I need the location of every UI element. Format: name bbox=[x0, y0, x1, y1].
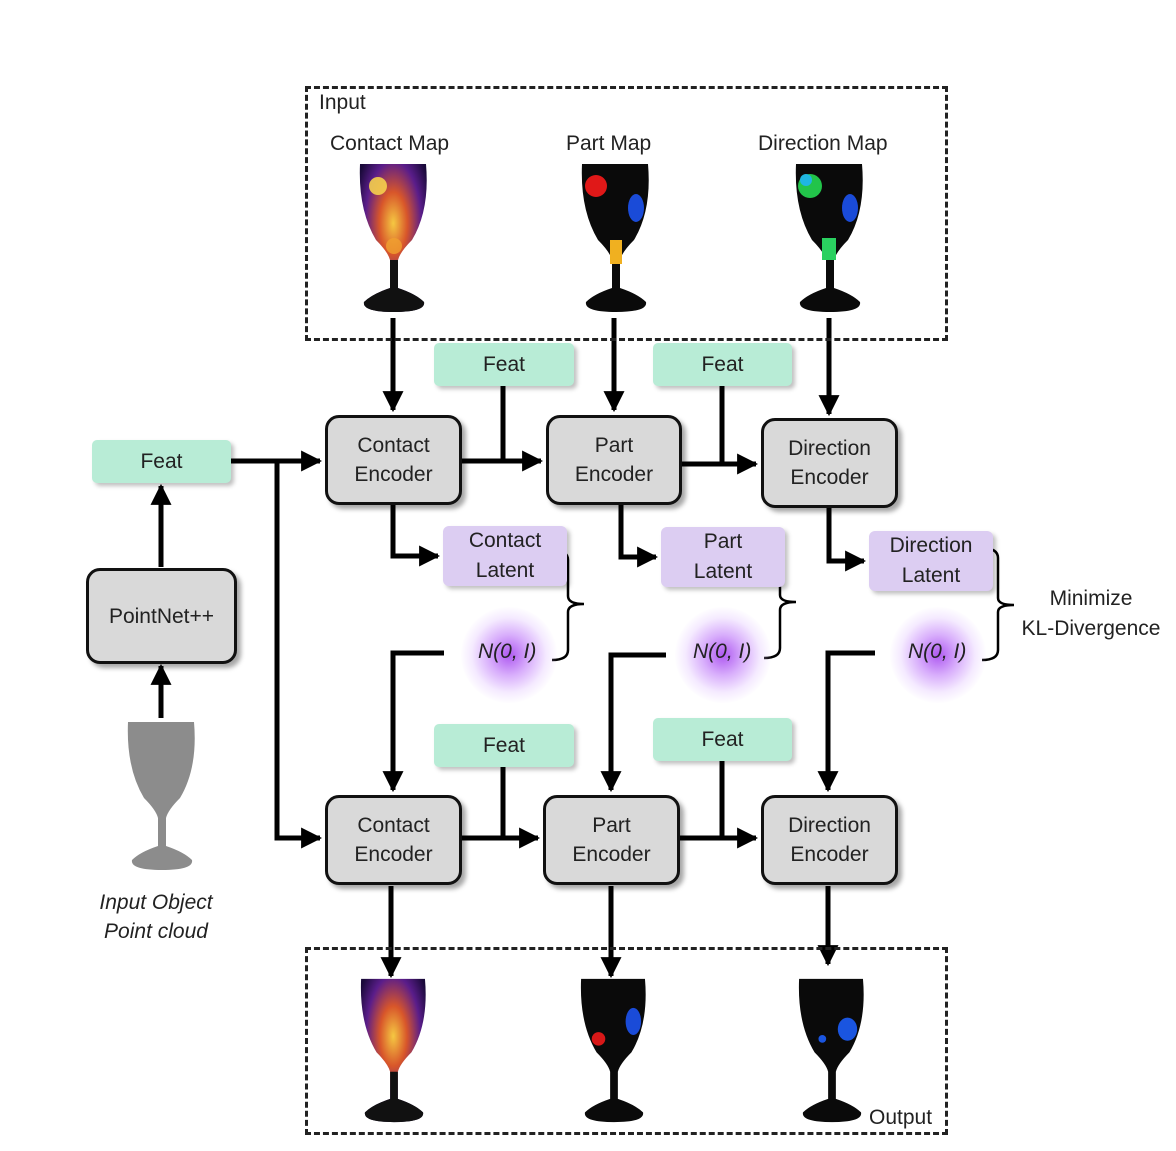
output-direction-image bbox=[798, 978, 864, 1123]
input-object-label: Input Object Point cloud bbox=[99, 891, 213, 943]
bottom-part-encoder: Part Encoder bbox=[543, 795, 680, 885]
top-contact-encoder-label: Contact Encoder bbox=[354, 434, 433, 486]
direction-latent: Direction Latent bbox=[869, 531, 993, 591]
pointnet-label: PointNet++ bbox=[108, 604, 215, 628]
normal-label-part: N(0, I) bbox=[693, 640, 752, 663]
feat-top-2: Feat bbox=[653, 343, 792, 386]
part-latent: Part Latent bbox=[661, 527, 785, 587]
input-box-title: Input bbox=[319, 91, 366, 114]
top-direction-encoder: Direction Encoder bbox=[761, 418, 898, 508]
bottom-part-encoder-label: Part Encoder bbox=[572, 814, 651, 866]
top-direction-encoder-label: Direction Encoder bbox=[788, 437, 871, 489]
bottom-contact-encoder: Contact Encoder bbox=[325, 795, 462, 885]
contact-map-image bbox=[359, 164, 427, 312]
bottom-direction-encoder-label: Direction Encoder bbox=[788, 814, 871, 866]
brace-direction bbox=[981, 546, 1015, 662]
feat-pointnet: Feat bbox=[92, 440, 231, 483]
output-box bbox=[305, 947, 948, 1135]
pointnet-block: PointNet++ bbox=[86, 568, 237, 664]
part-map-image bbox=[581, 164, 649, 312]
bottom-contact-encoder-label: Contact Encoder bbox=[354, 814, 433, 866]
feat-top-1: Feat bbox=[434, 343, 574, 386]
input-object-image bbox=[127, 722, 195, 870]
normal-label-direction: N(0, I) bbox=[908, 640, 967, 663]
input-box bbox=[305, 86, 948, 341]
part-map-label: Part Map bbox=[566, 132, 652, 155]
top-part-encoder: Part Encoder bbox=[546, 415, 682, 505]
direction-map-image bbox=[795, 164, 863, 312]
output-part-image bbox=[580, 978, 646, 1123]
brace-contact bbox=[551, 548, 585, 662]
normal-label-contact: N(0, I) bbox=[478, 640, 537, 663]
top-part-encoder-label: Part Encoder bbox=[574, 434, 654, 486]
top-contact-encoder: Contact Encoder bbox=[325, 415, 462, 505]
output-contact-image bbox=[360, 978, 426, 1123]
direction-map-label: Direction Map bbox=[758, 132, 888, 155]
normal-glow-contact bbox=[461, 607, 557, 703]
feat-bottom-2: Feat bbox=[653, 718, 792, 761]
output-box-title: Output bbox=[869, 1106, 933, 1129]
feat-bottom-1: Feat bbox=[434, 724, 574, 767]
contact-latent: Contact Latent bbox=[443, 526, 567, 586]
bottom-direction-encoder: Direction Encoder bbox=[761, 795, 898, 885]
contact-map-label: Contact Map bbox=[330, 132, 450, 155]
normal-glow-part bbox=[675, 607, 771, 703]
normal-glow-direction bbox=[890, 607, 986, 703]
kl-divergence-label: Minimize KL-Divergence bbox=[1021, 587, 1161, 640]
